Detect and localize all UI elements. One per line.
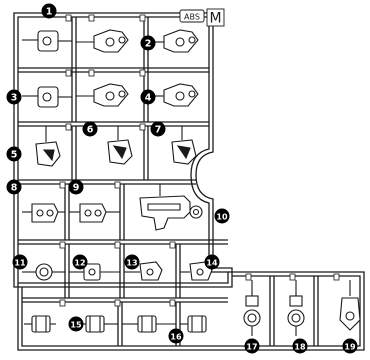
part-badge-2: 2 <box>140 35 156 51</box>
part-badge-circle <box>292 338 308 354</box>
part-13-shape <box>124 261 163 281</box>
part-badge-7: 7 <box>150 121 166 137</box>
part-badge-circle <box>12 254 28 270</box>
part-badge-circle <box>124 254 140 270</box>
part-number-label: 6 <box>87 124 94 135</box>
part-number-label: 1 <box>46 6 53 17</box>
part-badge-circle <box>82 121 98 137</box>
part-16-shape <box>122 315 207 333</box>
part-badge-17: 17 <box>244 338 260 354</box>
part-badge-circle <box>6 146 22 162</box>
part-badge-circle <box>68 316 84 332</box>
part-number-label: 19 <box>344 342 356 351</box>
part-badge-circle <box>41 3 57 19</box>
part-number-label: 16 <box>170 332 182 341</box>
part-badge-10: 10 <box>214 208 230 224</box>
part-number-label: 13 <box>126 258 137 267</box>
part-3-shape <box>22 86 72 108</box>
part-badge-18: 18 <box>292 338 308 354</box>
part-number-label: 5 <box>11 149 18 160</box>
sprue-letter-box <box>206 8 225 27</box>
part-4b-shape <box>148 83 199 107</box>
sprue-header: ABS M <box>179 8 225 27</box>
part-badge-circle <box>140 35 156 51</box>
part-badge-3: 3 <box>6 89 22 105</box>
part-badge-6: 6 <box>82 121 98 137</box>
part-6-shape <box>107 126 133 165</box>
part-badge-circle <box>140 89 156 105</box>
part-badge-14: 14 <box>204 254 220 270</box>
part-2b-shape <box>148 29 199 53</box>
part-badge-8: 8 <box>6 179 22 195</box>
material-box <box>179 9 205 23</box>
part-4-shape <box>76 83 129 107</box>
part-5-shape <box>35 126 61 167</box>
part-number-label: 18 <box>294 342 306 351</box>
part-number-label: 11 <box>14 258 26 267</box>
part-badge-15: 15 <box>68 316 84 332</box>
part-badge-circle <box>244 338 260 354</box>
part-8-shape <box>22 203 65 223</box>
part-number-label: 17 <box>246 342 257 351</box>
part-11-shape <box>22 263 65 281</box>
part-badge-circle <box>6 89 22 105</box>
part-badge-circle <box>204 254 220 270</box>
part-badge-1: 1 <box>41 3 57 19</box>
part-badge-circle <box>72 254 88 270</box>
part-18-shape <box>287 280 305 336</box>
gate-tabs <box>59 14 340 307</box>
part-badge-9: 9 <box>68 179 84 195</box>
part-number-label: 8 <box>11 182 18 193</box>
part-number-label: 3 <box>11 92 18 103</box>
part-12-shape <box>69 263 120 281</box>
part-badge-circle <box>168 328 184 344</box>
part-badge-13: 13 <box>124 254 140 270</box>
part-badge-12: 12 <box>72 254 88 270</box>
part-19-shape <box>339 280 361 331</box>
part-badge-circle <box>150 121 166 137</box>
part-17-shape <box>243 280 261 336</box>
material-label: ABS <box>184 13 200 22</box>
part-badge-circle <box>68 179 84 195</box>
part-15-shape <box>24 315 118 333</box>
sprue-frame <box>13 12 365 351</box>
part-number-label: 15 <box>70 320 82 329</box>
part-number-label: 2 <box>145 38 152 49</box>
part-badge-19: 19 <box>342 338 358 354</box>
part-badge-5: 5 <box>6 146 22 162</box>
part-number-label: 10 <box>216 212 228 221</box>
part-number-label: 4 <box>145 92 152 103</box>
part-number-label: 14 <box>206 258 218 267</box>
part-number-label: 7 <box>155 124 162 135</box>
part-badge-4: 4 <box>140 89 156 105</box>
part-number-label: 12 <box>74 258 85 267</box>
part-number-label: 9 <box>73 182 80 193</box>
part-7-shape <box>171 126 197 165</box>
part-badge-circle <box>214 208 230 224</box>
part-9-shape <box>69 203 120 223</box>
part-badge-circle <box>6 179 22 195</box>
part-10-shape <box>139 184 203 231</box>
part-badge-16: 16 <box>168 328 184 344</box>
part-badge-circle <box>342 338 358 354</box>
sprue-letter: M <box>209 11 221 27</box>
part-2-shape <box>76 29 129 53</box>
part-1-shape <box>22 30 72 52</box>
part-badge-11: 11 <box>12 254 28 270</box>
parts <box>22 29 361 336</box>
